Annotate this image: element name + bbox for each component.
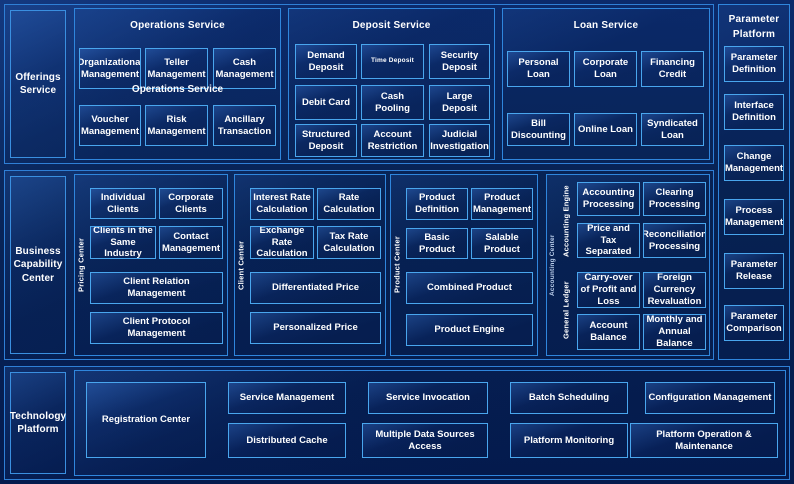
card-cash-management[interactable]: Cash Management bbox=[213, 48, 276, 89]
card-financing-credit[interactable]: Financing Credit bbox=[641, 51, 704, 87]
card-judicial-investigation[interactable]: Judicial Investigation bbox=[429, 124, 490, 157]
card-parameter-comparison[interactable]: Parameter Comparison bbox=[724, 305, 784, 341]
card-clients-in-the-same-industry[interactable]: Clients in the Same Industry bbox=[90, 226, 156, 259]
group-vertical-label-client-center: Client Center bbox=[236, 240, 246, 290]
sidebar-item-technology-platform[interactable]: Technology Platform bbox=[10, 372, 66, 474]
card-monthly-and-annual-balance[interactable]: Monthly and Annual Balance bbox=[643, 314, 706, 350]
card-accounting-processing[interactable]: Accounting Processing bbox=[577, 182, 640, 216]
card-product-engine[interactable]: Product Engine bbox=[406, 314, 533, 346]
card-debit-card[interactable]: Debit Card bbox=[295, 85, 357, 120]
card-reconciliation-processing[interactable]: Reconciliation Processing bbox=[643, 223, 706, 258]
group-title-loan-service: Loan Service bbox=[573, 20, 639, 31]
card-platform-monitoring[interactable]: Platform Monitoring bbox=[510, 423, 628, 458]
group-title-deposit-service: Deposit Service bbox=[352, 20, 431, 31]
card-account-restriction[interactable]: Account Restriction bbox=[361, 124, 424, 157]
card-price-and-tax-separated[interactable]: Price and Tax Separated bbox=[577, 223, 640, 258]
card-combined-product[interactable]: Combined Product bbox=[406, 272, 533, 304]
card-client-relation-management[interactable]: Client Relation Management bbox=[90, 272, 223, 304]
card-configuration-management[interactable]: Configuration Management bbox=[645, 382, 775, 414]
card-tax-rate-calculation[interactable]: Tax Rate Calculation bbox=[317, 226, 381, 259]
group-vertical-label-accounting-center: Accounting Center bbox=[549, 234, 556, 296]
sidebar-item-offerings-service[interactable]: Offerings Service bbox=[10, 10, 66, 158]
card-product-definition[interactable]: Product Definition bbox=[406, 188, 468, 220]
group-title-operations-service-duplicate: Operations Service bbox=[131, 84, 224, 95]
card-time-deposit[interactable]: Time Deposit bbox=[361, 44, 424, 79]
card-ancillary-transaction[interactable]: Ancillary Transaction bbox=[213, 105, 276, 146]
card-cash-pooling[interactable]: Cash Pooling bbox=[361, 85, 424, 120]
card-batch-scheduling[interactable]: Batch Scheduling bbox=[510, 382, 628, 414]
card-personal-loan[interactable]: Personal Loan bbox=[507, 51, 570, 87]
card-registration-center[interactable]: Registration Center bbox=[86, 382, 206, 458]
row-business-capability-center bbox=[4, 170, 714, 360]
card-basic-product[interactable]: Basic Product bbox=[406, 228, 468, 259]
card-process-management[interactable]: Process Management bbox=[724, 199, 784, 235]
group-product-center bbox=[390, 174, 538, 356]
group-vertical-label-product-center: Product Center bbox=[392, 236, 402, 294]
card-rate-calculation[interactable]: Rate Calculation bbox=[317, 188, 381, 220]
card-syndicated-loan[interactable]: Syndicated Loan bbox=[641, 113, 704, 146]
card-online-loan[interactable]: Online Loan bbox=[574, 113, 637, 146]
card-carry-over-of-profit-and-loss[interactable]: Carry-over of Profit and Loss bbox=[577, 272, 640, 308]
card-product-management[interactable]: Product Management bbox=[471, 188, 533, 220]
group-title-parameter-platform: Parameter Platform bbox=[728, 14, 780, 40]
card-large-deposit[interactable]: Large Deposit bbox=[429, 85, 490, 120]
card-voucher-management[interactable]: Voucher Management bbox=[79, 105, 141, 146]
group-parameter-platform bbox=[718, 4, 790, 360]
row-offerings-service bbox=[4, 4, 714, 164]
card-client-protocol-management[interactable]: Client Protocol Management bbox=[90, 312, 223, 344]
card-service-invocation[interactable]: Service Invocation bbox=[368, 382, 488, 414]
group-vertical-sublabel-general-ledger: General Ledger bbox=[561, 281, 571, 339]
card-parameter-definition[interactable]: Parameter Definition bbox=[724, 46, 784, 82]
group-operations-service bbox=[74, 8, 281, 160]
card-organizational-management[interactable]: Organizational Management bbox=[79, 48, 141, 89]
group-loan-service bbox=[502, 8, 710, 160]
card-contact-management[interactable]: Contact Management bbox=[159, 226, 223, 259]
card-account-balance[interactable]: Account Balance bbox=[577, 314, 640, 350]
card-structured-deposit[interactable]: Structured Deposit bbox=[295, 124, 357, 157]
card-distributed-cache[interactable]: Distributed Cache bbox=[228, 423, 346, 458]
card-foreign-currency-revaluation[interactable]: Foreign Currency Revaluation bbox=[643, 272, 706, 308]
group-title-operations-service: Operations Service bbox=[130, 20, 225, 31]
card-exchange-rate-calculation[interactable]: Exchange Rate Calculation bbox=[250, 226, 314, 259]
card-bill-discounting[interactable]: Bill Discounting bbox=[507, 113, 570, 146]
group-accounting-center bbox=[546, 174, 710, 356]
card-interest-rate-calculation[interactable]: Interest Rate Calculation bbox=[250, 188, 314, 220]
group-vertical-sublabel-accounting-engine: Accounting Engine bbox=[561, 185, 571, 257]
card-corporate-clients[interactable]: Corporate Clients bbox=[159, 188, 223, 219]
card-change-management[interactable]: Change Management bbox=[724, 145, 784, 181]
card-clearing-processing[interactable]: Clearing Processing bbox=[643, 182, 706, 216]
card-teller-management[interactable]: Teller Management bbox=[145, 48, 208, 89]
group-client-center bbox=[234, 174, 386, 356]
card-individual-clients[interactable]: Individual Clients bbox=[90, 188, 156, 219]
card-interface-definition[interactable]: Interface Definition bbox=[724, 94, 784, 130]
card-personalized-price[interactable]: Personalized Price bbox=[250, 312, 381, 344]
sidebar-item-business-capability-center[interactable]: Business Capability Center bbox=[10, 176, 66, 354]
card-service-management[interactable]: Service Management bbox=[228, 382, 346, 414]
card-parameter-release[interactable]: Parameter Release bbox=[724, 253, 784, 289]
card-multiple-data-sources-access[interactable]: Multiple Data Sources Access bbox=[362, 423, 488, 458]
group-pricing-center bbox=[74, 174, 228, 356]
card-platform-operation-and-maintenance[interactable]: Platform Operation & Maintenance bbox=[630, 423, 778, 458]
card-security-deposit[interactable]: Security Deposit bbox=[429, 44, 490, 79]
group-deposit-service bbox=[288, 8, 495, 160]
group-vertical-label-pricing-center: Pricing Center bbox=[76, 237, 86, 293]
card-corporate-loan[interactable]: Corporate Loan bbox=[574, 51, 637, 87]
card-demand-deposit[interactable]: Demand Deposit bbox=[295, 44, 357, 79]
card-salable-product[interactable]: Salable Product bbox=[471, 228, 533, 259]
card-risk-management[interactable]: Risk Management bbox=[145, 105, 208, 146]
card-differentiated-price[interactable]: Differentiated Price bbox=[250, 272, 381, 304]
